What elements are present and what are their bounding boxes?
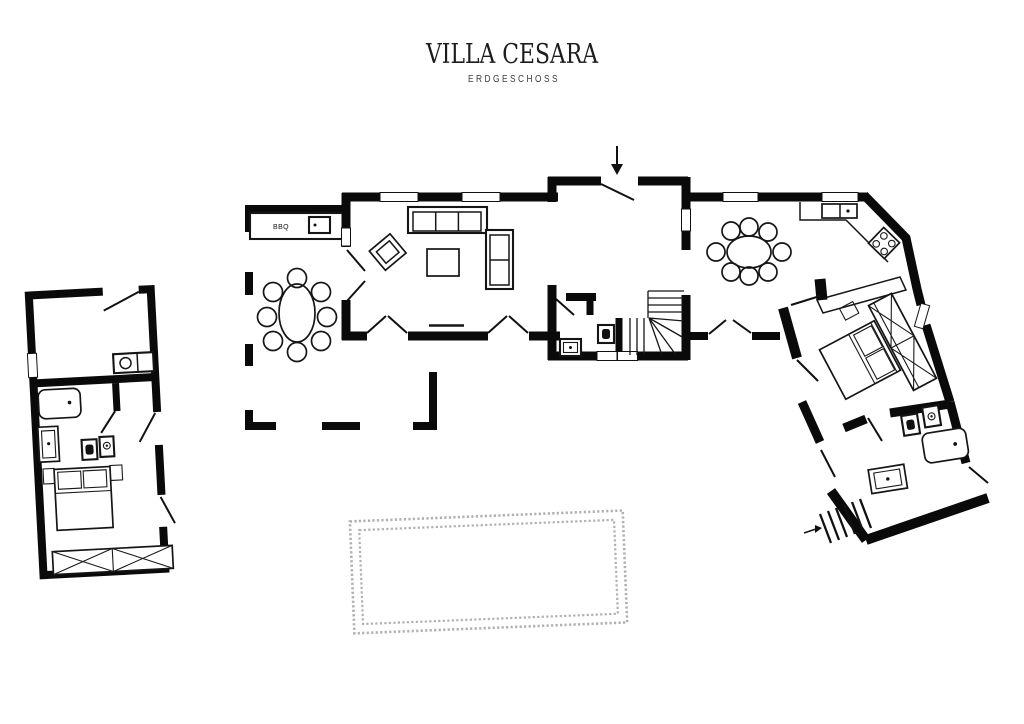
entrance-hall [547, 176, 691, 361]
living-door-swings [346, 249, 529, 334]
annex-washbasin [36, 425, 61, 464]
bedroom-wing [778, 292, 989, 484]
kitchen-walls [860, 191, 955, 404]
wc-partitions [586, 297, 623, 356]
dining-window [821, 192, 859, 202]
annex-partition [112, 382, 121, 412]
bathroom-fixtures [867, 404, 970, 495]
wing-bathtub [921, 427, 970, 464]
steps-arrow-icon [803, 525, 822, 534]
wardrobe [867, 292, 938, 392]
annex-sink-counter [111, 351, 156, 375]
coffee-table [426, 248, 460, 277]
kitchen-peninsula [815, 276, 908, 314]
annex-nightstand-right [109, 464, 124, 482]
bbq-label: BBQ [273, 224, 289, 231]
terrace-dashed-boundary [245, 272, 437, 430]
hall-window [617, 351, 638, 361]
page-title: VILLA CESARA [425, 39, 598, 70]
stove-hob [867, 226, 901, 260]
wc-toilet [596, 323, 616, 345]
wc-washbasin [558, 337, 583, 358]
wing-bidet [920, 404, 943, 429]
armchair [368, 232, 408, 272]
annex-toilet [80, 438, 99, 462]
dining-table [706, 217, 792, 286]
kitchen-wall-stub [814, 278, 828, 301]
hall-window [596, 351, 618, 361]
wing-toilet [899, 412, 922, 438]
wing-door-swings [790, 295, 989, 484]
wing-walls [797, 399, 971, 465]
annex-double-bed [53, 465, 115, 532]
annex-bidet [98, 435, 116, 459]
hall-walls [547, 176, 691, 361]
exterior-steps [803, 498, 873, 544]
kitchen-wing-window [913, 302, 931, 330]
kitchen-counter [799, 202, 889, 263]
annex-nightstand-left [42, 467, 56, 485]
dining-door-swings [708, 319, 752, 335]
annex-wardrobe [51, 544, 175, 576]
pool-inner-edge [358, 518, 619, 626]
kitchen-sink [821, 203, 858, 219]
living-window [379, 192, 419, 202]
living-window [461, 192, 501, 202]
outdoor-dining-table [256, 267, 338, 363]
nightstand [838, 300, 860, 321]
terrace: BBQ [245, 205, 437, 430]
pool-outer-edge [348, 509, 629, 635]
annex-doors [100, 290, 176, 524]
hall-window [681, 208, 691, 232]
living-room [341, 177, 560, 341]
master-bedroom-furniture [818, 292, 938, 401]
left-annex [24, 284, 176, 580]
plan-header: VILLA CESARA ERDGESCHOSS [425, 39, 598, 85]
page-subtitle: ERDGESCHOSS [468, 74, 560, 85]
wing-shower [867, 463, 909, 495]
living-room-walls [341, 177, 560, 341]
kitchen [799, 191, 955, 404]
sofa-three-seat [406, 205, 489, 235]
dining-window [722, 192, 759, 202]
double-bed [818, 319, 902, 401]
bbq-counter: BBQ [248, 211, 345, 241]
living-window [341, 227, 351, 247]
annex-bathtub [37, 387, 82, 420]
entrance-arrow-icon [611, 146, 623, 175]
annex-window [26, 352, 39, 379]
hall-doors [555, 183, 635, 316]
sofa-two-seat [484, 228, 515, 291]
staircase [629, 290, 685, 356]
pool [348, 509, 629, 635]
dining-room [688, 192, 866, 340]
wing-bend-wall [778, 306, 802, 360]
